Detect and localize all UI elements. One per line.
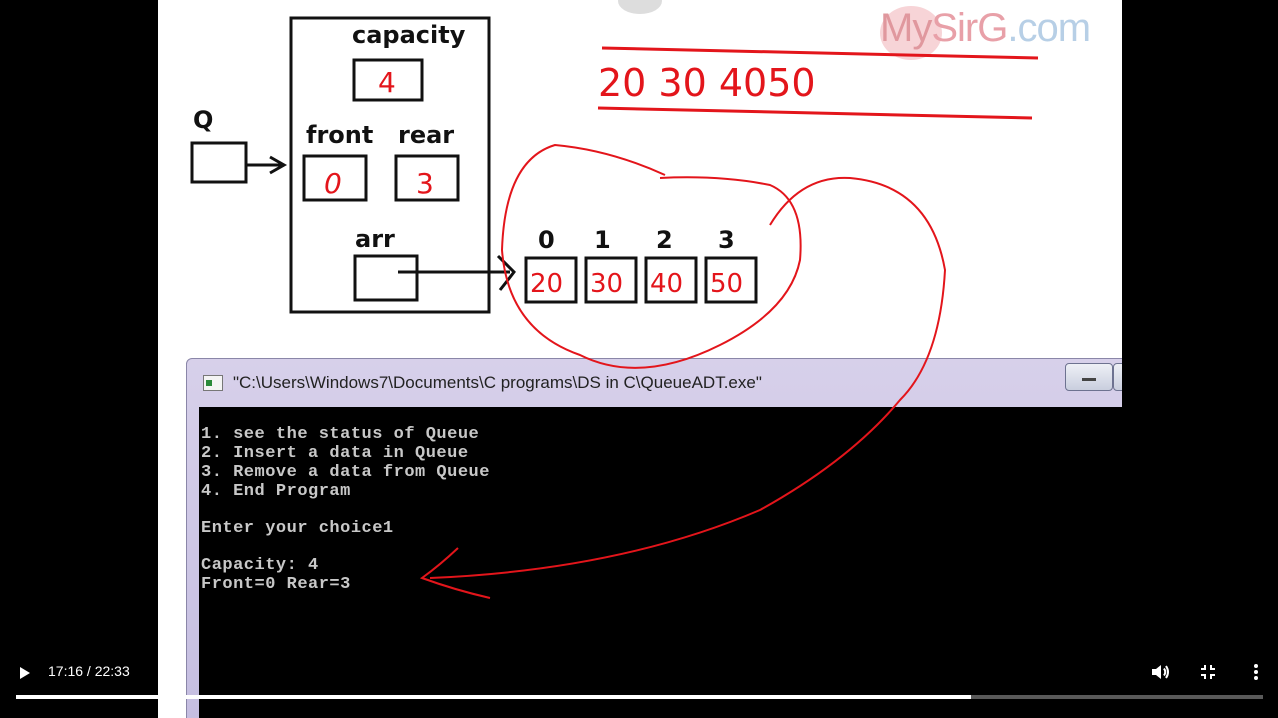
exit-fullscreen-icon bbox=[1201, 665, 1215, 679]
q-arrow-head bbox=[269, 155, 288, 175]
time-display: 17:16 / 22:33 bbox=[48, 663, 130, 679]
queue-struct-box bbox=[289, 16, 491, 314]
drag-handle[interactable] bbox=[618, 0, 662, 14]
player-controls: 17:16 / 22:33 bbox=[0, 646, 1278, 718]
maximize-button[interactable] bbox=[1113, 363, 1122, 391]
list-top-line bbox=[601, 46, 1039, 60]
console-app-icon bbox=[203, 375, 223, 391]
arr-label: arr bbox=[355, 225, 395, 253]
array-index-0: 0 bbox=[538, 226, 555, 254]
watermark-logo-circle bbox=[880, 6, 942, 60]
front-box bbox=[302, 154, 368, 202]
console-line: 1. see the status of Queue bbox=[201, 425, 480, 444]
progress-bar[interactable] bbox=[16, 695, 1263, 699]
capacity-box bbox=[352, 58, 424, 102]
console-window[interactable]: "C:\Users\Windows7\Documents\C programs\… bbox=[186, 358, 1122, 718]
array-index-1: 1 bbox=[594, 226, 611, 254]
whiteboard: MySirG.com capacity 4 Q front rear 0 3 a… bbox=[158, 0, 1122, 718]
handwritten-list: 20 30 4050 bbox=[598, 61, 816, 105]
console-line: 3. Remove a data from Queue bbox=[201, 463, 490, 482]
exit-fullscreen-button[interactable] bbox=[1196, 660, 1220, 684]
array-value-3: 50 bbox=[710, 269, 743, 299]
play-button[interactable] bbox=[14, 662, 36, 684]
console-title-bar[interactable]: "C:\Users\Windows7\Documents\C programs\… bbox=[187, 359, 1122, 405]
q-pointer-box bbox=[190, 141, 248, 184]
progress-played bbox=[16, 695, 971, 699]
watermark: MySirG.com bbox=[880, 6, 1091, 51]
console-line: Enter your choice1 bbox=[201, 519, 394, 538]
capacity-value: 4 bbox=[378, 66, 396, 99]
q-label: Q bbox=[193, 106, 213, 134]
queue-diagram: capacity 4 Q front rear 0 3 arr bbox=[190, 16, 1039, 314]
rear-label: rear bbox=[398, 121, 454, 149]
array-index-3: 3 bbox=[718, 226, 735, 254]
minimize-button[interactable] bbox=[1065, 363, 1113, 391]
array-value-1: 30 bbox=[590, 269, 623, 299]
array-index-2: 2 bbox=[656, 226, 673, 254]
play-icon bbox=[20, 667, 30, 679]
volume-icon bbox=[1152, 665, 1169, 679]
watermark-com: .com bbox=[1007, 6, 1091, 50]
volume-button[interactable] bbox=[1148, 660, 1172, 684]
list-bottom-line bbox=[597, 106, 1033, 120]
front-label: front bbox=[306, 121, 373, 149]
console-line: 4. End Program bbox=[201, 482, 351, 501]
console-title: "C:\Users\Windows7\Documents\C programs\… bbox=[233, 373, 762, 392]
front-value: 0 bbox=[324, 167, 342, 200]
console-line: 2. Insert a data in Queue bbox=[201, 444, 469, 463]
array-value-2: 40 bbox=[650, 269, 683, 299]
rear-value: 3 bbox=[416, 167, 434, 200]
console-line: Capacity: 4 bbox=[201, 556, 319, 575]
watermark-my: My bbox=[880, 6, 932, 50]
arr-pointer-box bbox=[353, 254, 419, 302]
array-value-0: 20 bbox=[530, 269, 563, 299]
capacity-label: capacity bbox=[352, 21, 466, 49]
console-line: Front=0 Rear=3 bbox=[201, 575, 351, 594]
more-options-button[interactable] bbox=[1244, 660, 1268, 684]
more-vert-icon bbox=[1254, 664, 1258, 680]
watermark-sirg: SirG bbox=[931, 6, 1008, 50]
array-indices: 0 1 2 3 bbox=[538, 226, 735, 254]
